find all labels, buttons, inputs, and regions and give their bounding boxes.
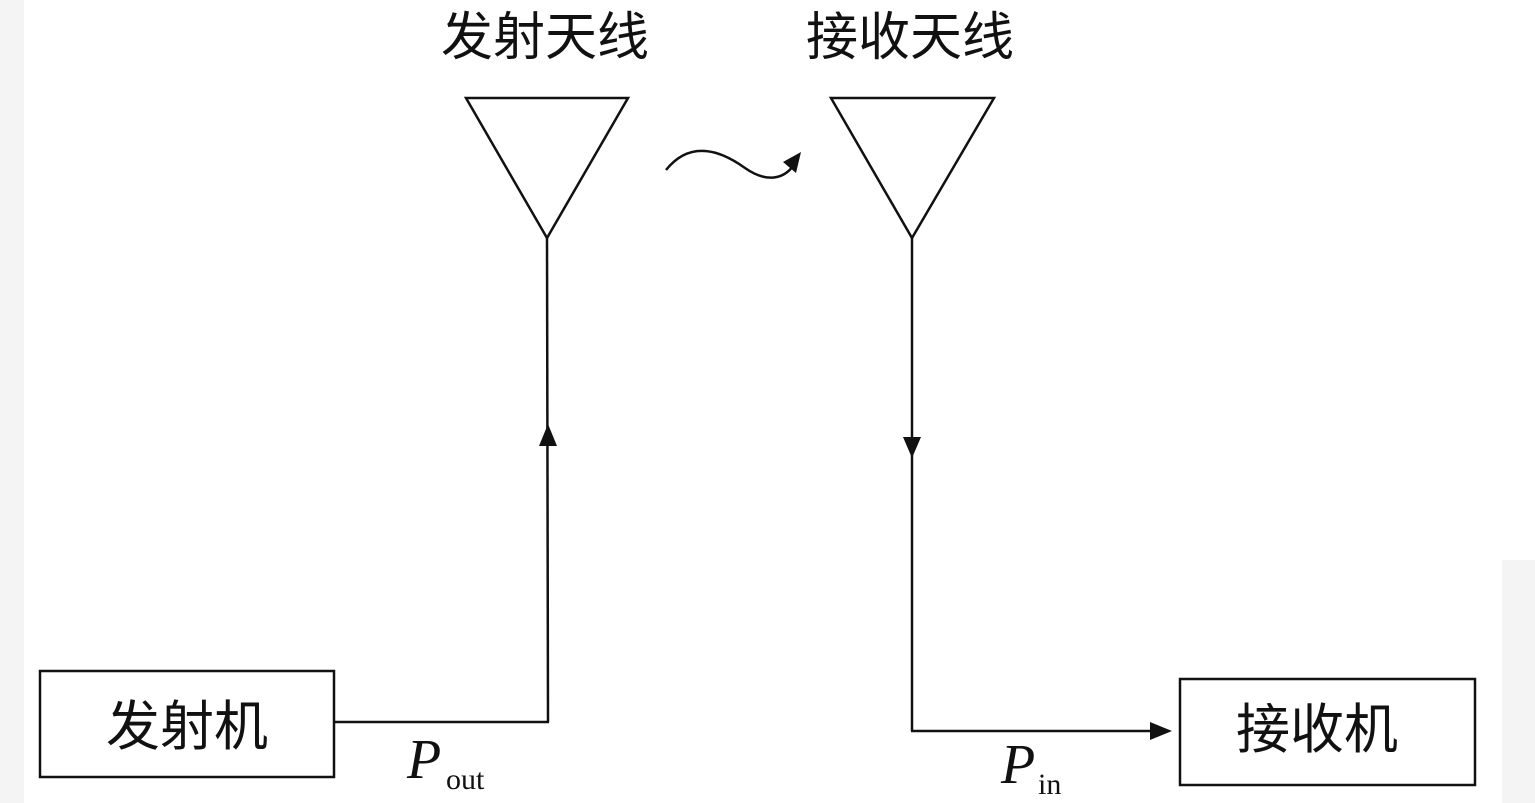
- transmitter-label: 发射机: [106, 695, 268, 758]
- propagation-arrowhead-icon: [783, 152, 801, 173]
- diagram-background-extension: [1502, 0, 1535, 560]
- p-out-subscript: out: [446, 763, 485, 796]
- rx-antenna-icon: [828, 96, 997, 241]
- p-in-subscript: in: [1038, 768, 1061, 801]
- receiver-label: 接收机: [1236, 698, 1398, 761]
- receiver-box: [1178, 677, 1477, 787]
- arrowhead-right-icon: [1150, 722, 1172, 740]
- propagation-wave: [665, 149, 799, 179]
- arrowhead-down-icon: [903, 437, 921, 458]
- tx-antenna-icon: [463, 96, 631, 241]
- arrowhead-up-icon: [539, 424, 557, 446]
- transmitter-box: [38, 669, 336, 779]
- tx-feed-vertical-line: [545, 237, 550, 723]
- p-in-symbol: P: [1000, 734, 1035, 796]
- tx-antenna-label: 发射天线: [441, 8, 649, 68]
- p-out-symbol: P: [406, 729, 441, 791]
- rx-antenna-label: 接收天线: [806, 8, 1014, 68]
- diagram-background: [24, 0, 1502, 803]
